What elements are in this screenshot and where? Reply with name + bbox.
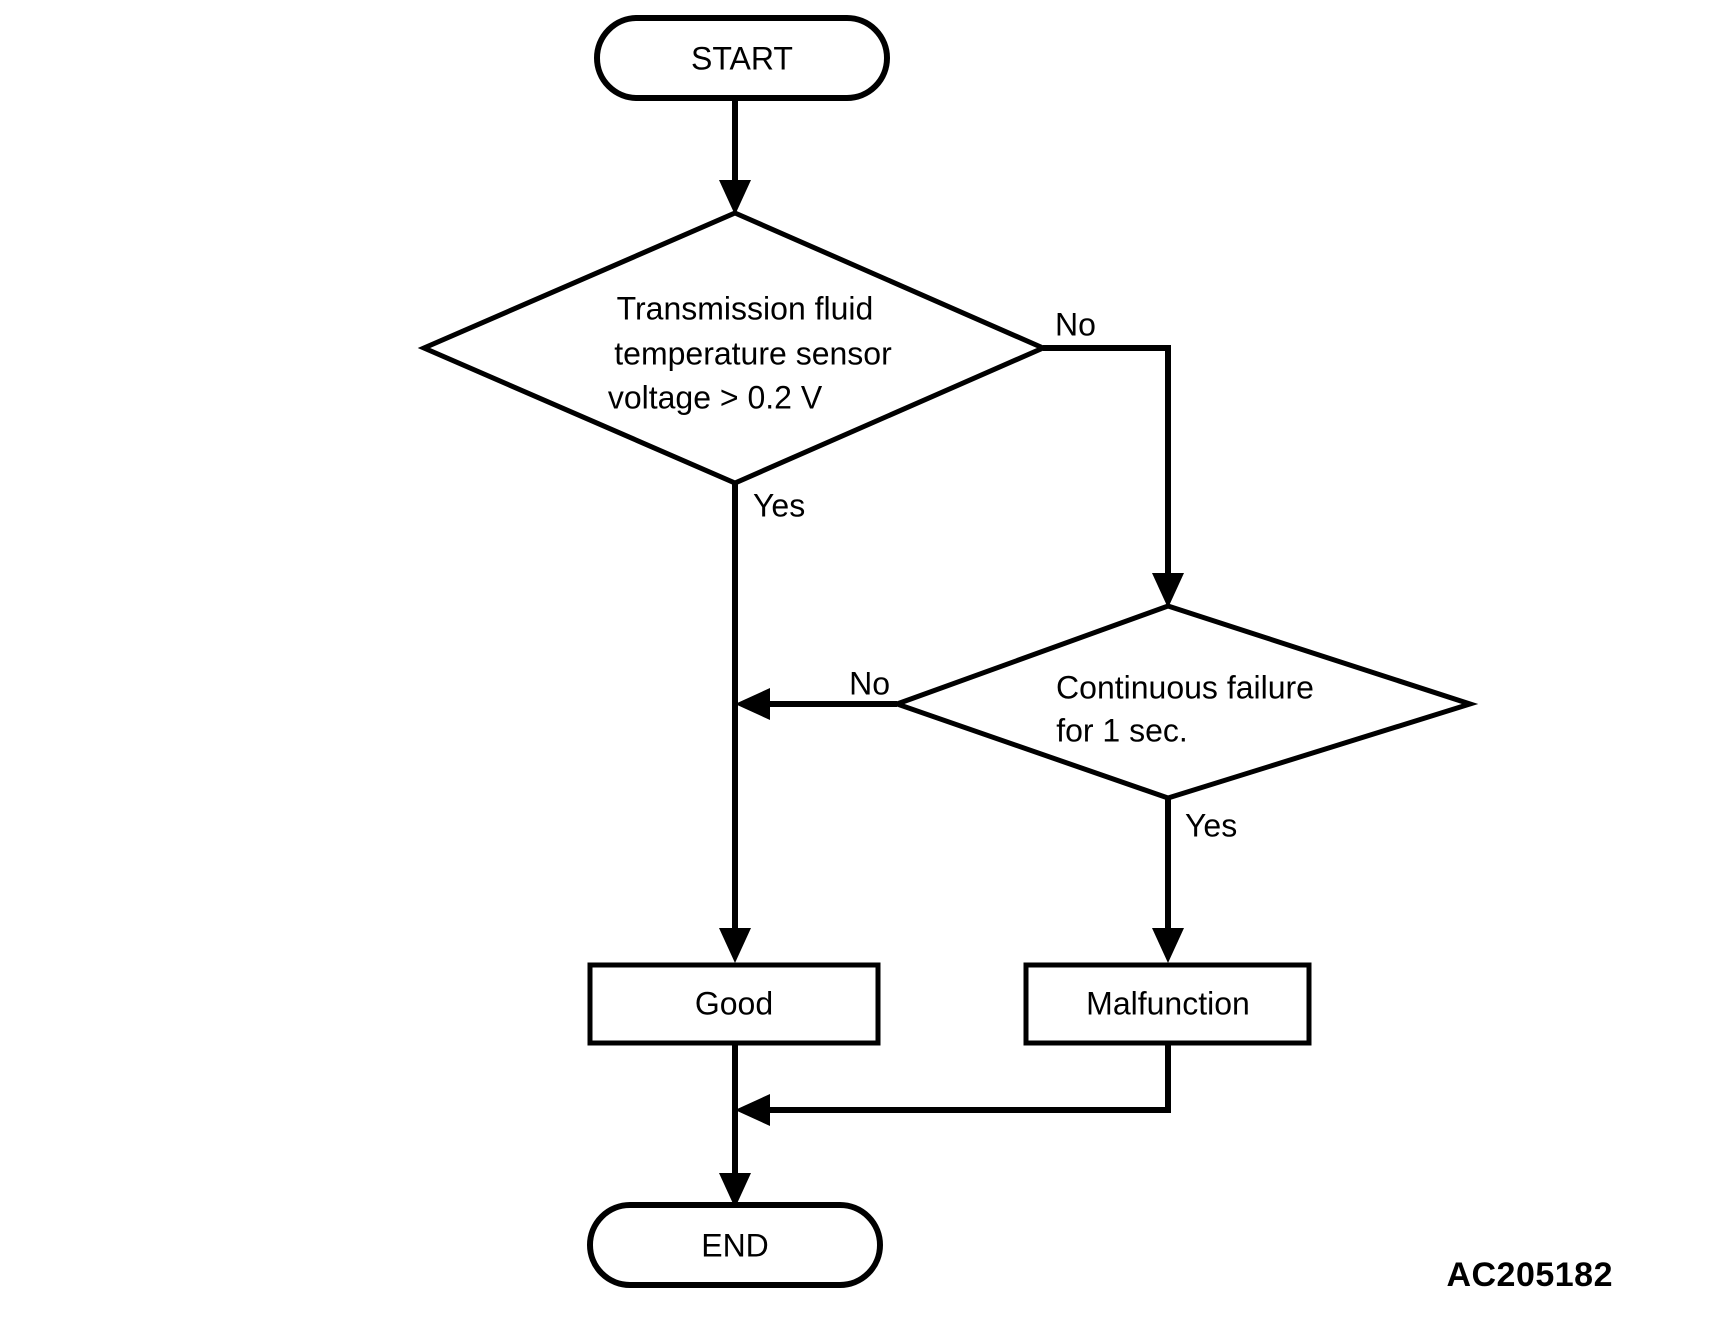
edge-label-decision1-no: No bbox=[1055, 306, 1096, 342]
arrowhead-down-decision1 bbox=[719, 180, 751, 215]
node-decision-1: Transmission fluid temperature sensor vo… bbox=[417, 210, 1050, 486]
arrowhead-left-good-trunk bbox=[735, 688, 770, 720]
edge-malfunction-to-end bbox=[735, 1043, 1171, 1126]
end-label: END bbox=[701, 1227, 769, 1263]
good-shape bbox=[587, 962, 881, 1046]
decision-1-line-3: voltage > 0.2 V bbox=[608, 379, 823, 415]
edge-good-to-end bbox=[719, 1043, 751, 1208]
figure-code: AC205182 bbox=[1446, 1256, 1613, 1294]
edge-label-decision1-yes: Yes bbox=[753, 487, 805, 523]
edge-label-decision2-yes: Yes bbox=[1185, 807, 1237, 843]
node-good: Good bbox=[587, 962, 881, 1046]
edge-decision1-yes-to-good bbox=[719, 483, 751, 963]
decision-2-line-1: Continuous failure bbox=[1056, 669, 1314, 705]
arrowhead-down-decision2 bbox=[1152, 573, 1184, 608]
start-label: START bbox=[691, 40, 793, 76]
edge-malfunction-path bbox=[755, 1043, 1171, 1113]
end-shape bbox=[587, 1202, 883, 1288]
node-start: START bbox=[594, 15, 890, 101]
decision-1-line-1: Transmission fluid bbox=[617, 290, 874, 326]
start-shape bbox=[594, 15, 890, 101]
decision-1-line-2: temperature sensor bbox=[614, 335, 892, 371]
edge-start-to-decision1 bbox=[719, 98, 751, 215]
edge-label-decision2-no: No bbox=[849, 665, 890, 701]
node-decision-2: Continuous failure for 1 sec. bbox=[889, 603, 1479, 801]
arrowhead-left-end-trunk bbox=[735, 1094, 770, 1126]
decision-2-line-2: for 1 sec. bbox=[1056, 712, 1188, 748]
edge-decision1-no-to-decision2 bbox=[1043, 345, 1184, 608]
arrowhead-down-malfunction bbox=[1152, 928, 1184, 963]
node-end: END bbox=[587, 1202, 883, 1288]
malfunction-shape bbox=[1023, 962, 1312, 1046]
malfunction-label: Malfunction bbox=[1086, 985, 1250, 1021]
edge-decision1-no-path bbox=[1043, 345, 1171, 588]
arrowhead-down-good bbox=[719, 928, 751, 963]
arrowhead-down-end bbox=[719, 1173, 751, 1208]
edge-decision2-no-to-good bbox=[735, 688, 897, 720]
node-malfunction: Malfunction bbox=[1023, 962, 1312, 1046]
edge-decision2-yes-to-malfunction bbox=[1152, 798, 1184, 963]
good-label: Good bbox=[695, 985, 773, 1021]
